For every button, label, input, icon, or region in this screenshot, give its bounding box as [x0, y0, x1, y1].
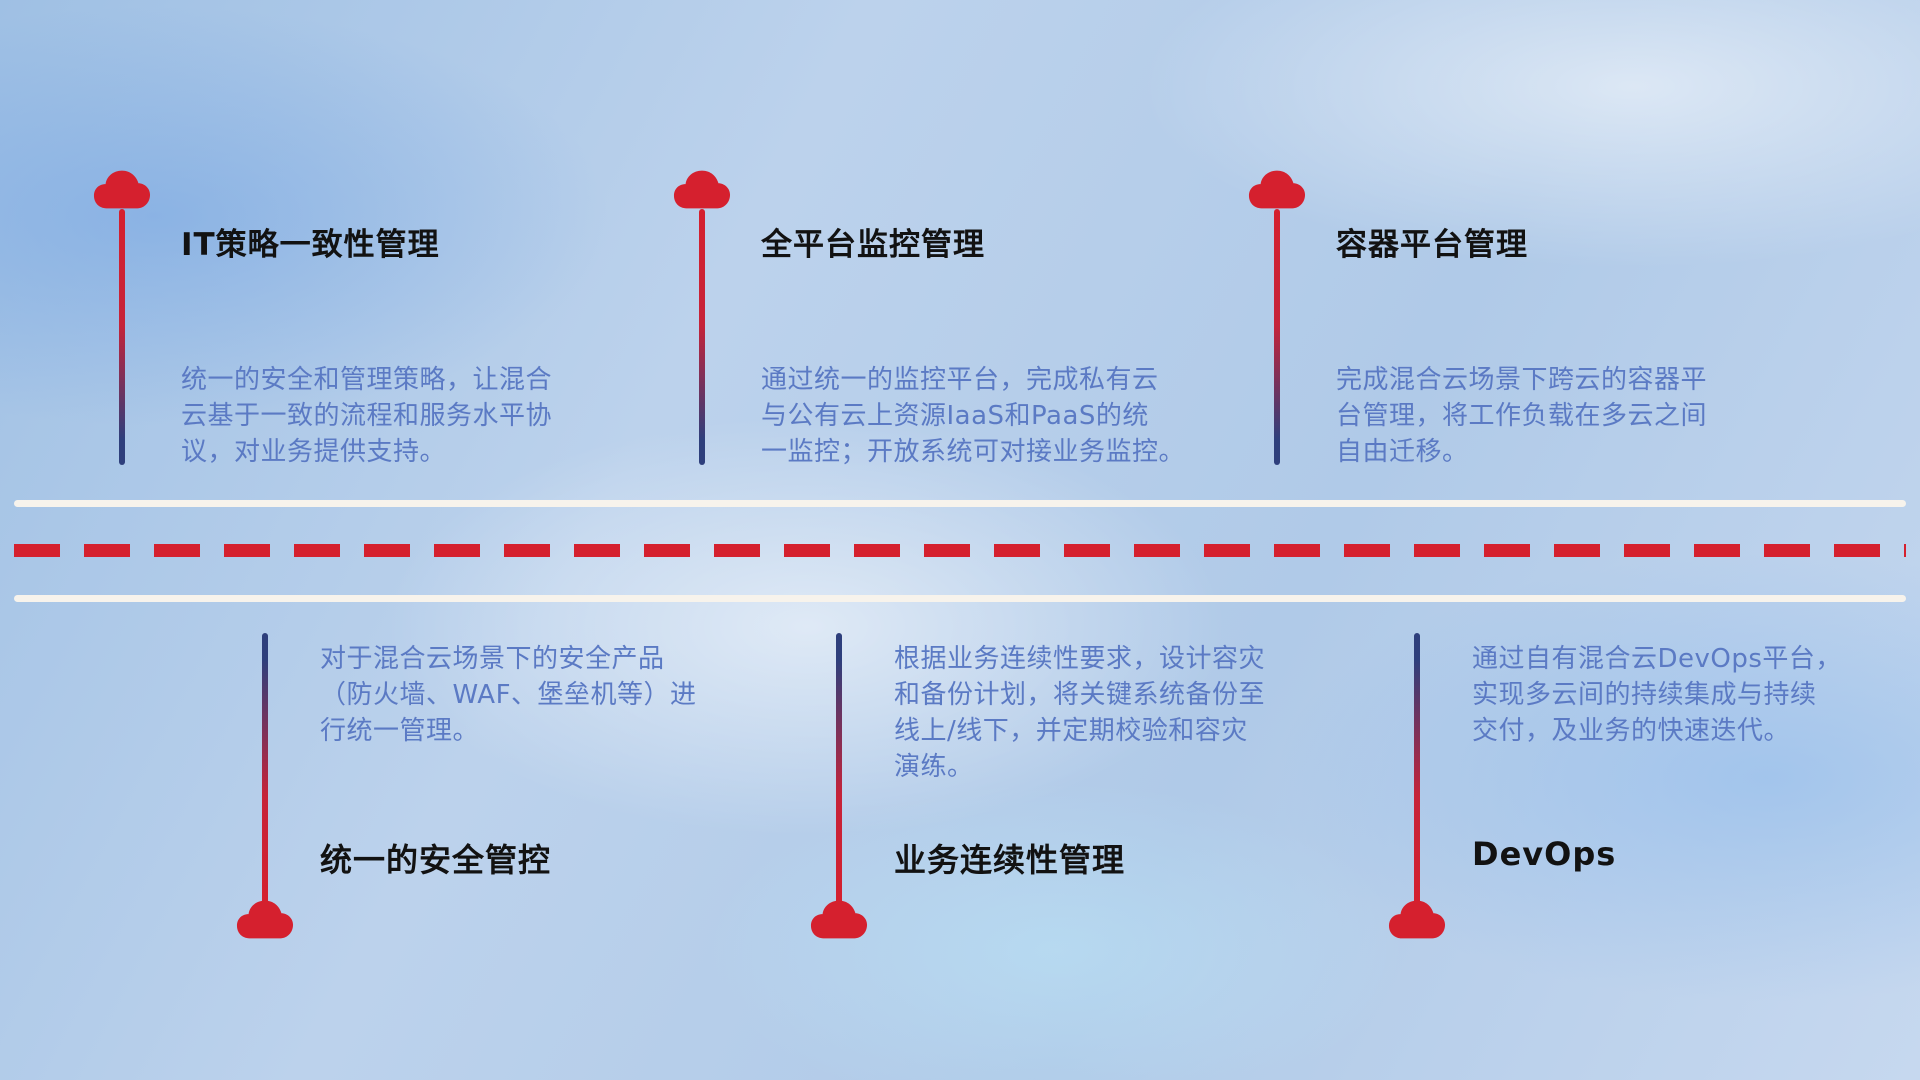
item-description: 通过自有混合云DevOps平台， 实现多云间的持续集成与持续 交付，及业务的快速… — [1472, 644, 1842, 746]
cloud-icon — [236, 897, 294, 941]
road-dashed-centerline — [14, 544, 1906, 557]
cloud-icon — [93, 167, 151, 211]
item-description: 完成混合云场景下跨云的容器平 台管理，将工作负载在多云之间 自由迁移。 — [1336, 365, 1708, 467]
item-description: 根据业务连续性要求，设计容灾 和备份计划，将关键系统备份至 线上/线下，并定期校… — [894, 644, 1266, 782]
item-title: 业务连续性管理 — [894, 841, 1126, 879]
cloud-icon — [1248, 167, 1306, 211]
cloud-icon — [673, 167, 731, 211]
timeline-stem — [699, 209, 705, 465]
item-title: 容器平台管理 — [1336, 227, 1528, 263]
item-title: DevOps — [1472, 835, 1617, 873]
item-description: 通过统一的监控平台，完成私有云 与公有云上资源IaaS和PaaS的统 一监控；开… — [761, 365, 1186, 467]
road-line-top — [14, 500, 1906, 507]
road-line-bottom — [14, 595, 1906, 602]
timeline-stem — [119, 209, 125, 465]
cloud-icon — [1388, 897, 1446, 941]
item-title: IT策略一致性管理 — [181, 227, 440, 263]
timeline-stem — [1274, 209, 1280, 465]
item-title: 全平台监控管理 — [761, 227, 985, 263]
item-description: 统一的安全和管理策略，让混合 云基于一致的流程和服务水平协 议，对业务提供支持。 — [181, 365, 553, 467]
item-title: 统一的安全管控 — [320, 841, 552, 879]
timeline-stem — [262, 633, 268, 905]
timeline-stem — [836, 633, 842, 905]
cloud-icon — [810, 897, 868, 941]
item-description: 对于混合云场景下的安全产品 （防火墙、WAF、堡垒机等）进 行统一管理。 — [320, 644, 697, 746]
timeline-stem — [1414, 633, 1420, 905]
